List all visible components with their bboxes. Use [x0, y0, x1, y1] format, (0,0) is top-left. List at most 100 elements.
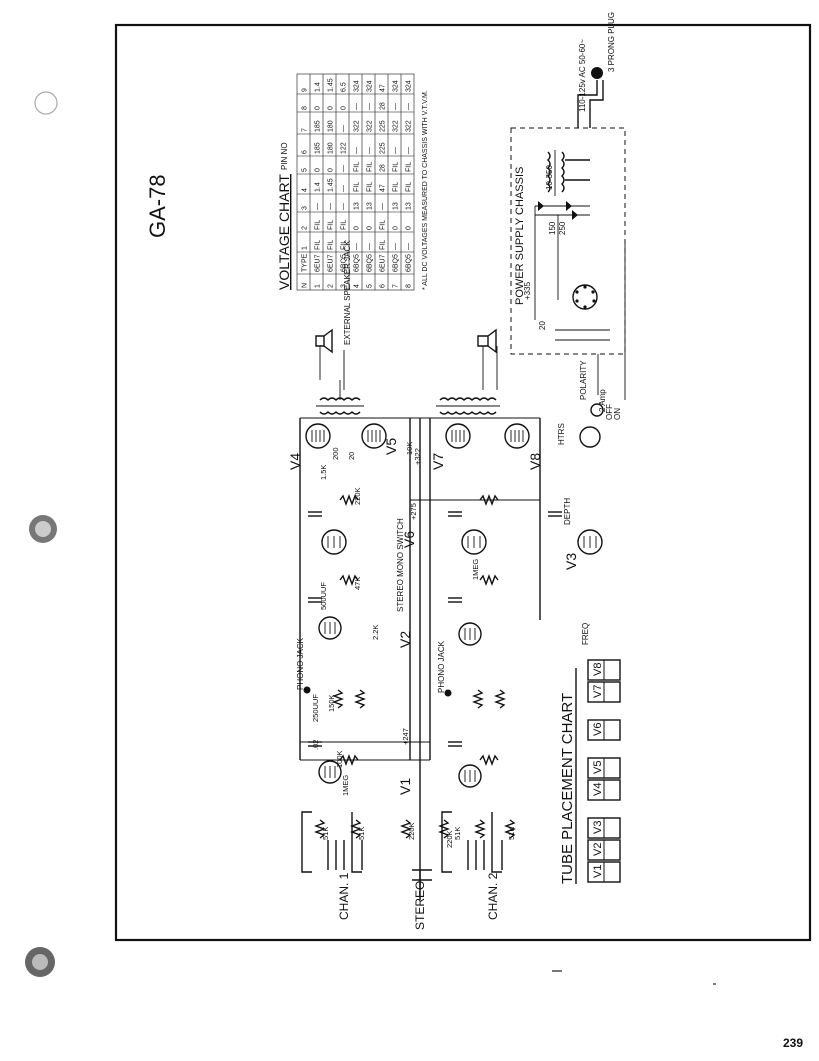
voltage-chart-header-1: TYPE: [302, 253, 309, 272]
component-value: +247: [401, 728, 410, 745]
voltage-chart-cell: 225: [380, 120, 387, 132]
voltage-chart-cell: 28: [380, 164, 387, 172]
tube-v4-icon: [305, 423, 331, 449]
power-supply-box: [510, 127, 626, 355]
power-label-cap: 10-350: [545, 165, 554, 190]
component-value: 2.2K: [371, 625, 380, 640]
voltage-chart-cell: FIL: [406, 182, 413, 192]
voltage-chart-cell: FIL: [341, 220, 348, 230]
voltage-chart-cell: 4: [354, 284, 361, 288]
component-value: 200: [331, 447, 340, 460]
voltage-chart-cell: 322: [354, 120, 361, 132]
component-value: 51K: [453, 827, 462, 840]
voltage-chart-cell: —: [406, 243, 413, 250]
voltage-chart-cell: FIL: [328, 220, 335, 230]
voltage-chart-cell: 185: [315, 142, 322, 154]
voltage-chart-cell: 13: [406, 202, 413, 210]
voltage-chart-cell: 1.45: [328, 178, 335, 192]
component-value: 51K: [357, 827, 366, 840]
voltage-chart-cell: 6EU7: [380, 254, 387, 272]
jack-labels: PHONO JACK PHONO JACK STEREO MONO SWITCH: [296, 518, 446, 693]
voltage-chart-cell: FIL: [393, 182, 400, 192]
power-label-20: 20: [538, 321, 547, 330]
diagram-frame: [114, 23, 812, 942]
voltage-chart-cell: —: [341, 185, 348, 192]
vacuum-tubes: [305, 403, 604, 788]
voltage-chart-cell: 0: [367, 226, 374, 230]
component-value: 47K: [353, 577, 362, 590]
component-value: .02: [311, 740, 320, 750]
voltage-chart-cell: —: [367, 147, 374, 154]
voltage-chart-cell: 225: [380, 142, 387, 154]
voltage-chart-cell: —: [393, 243, 400, 250]
voltage-chart-cell: —: [315, 203, 322, 210]
component-value: 220K: [407, 822, 416, 840]
label-v3: V3: [563, 553, 579, 570]
voltage-chart-cell: 6BQ5: [367, 254, 374, 272]
voltage-chart-header-7: 6: [302, 150, 309, 154]
label-v7: V7: [430, 453, 446, 470]
component-value: 100K: [335, 750, 344, 768]
placement-label-7: V7: [592, 685, 604, 698]
voltage-chart-cell: 3: [341, 284, 348, 288]
component-value: 500UUF: [319, 582, 328, 610]
voltage-chart-cell: FIL: [354, 182, 361, 192]
voltage-chart-cell: —: [393, 147, 400, 154]
voltage-chart-cell: 322: [406, 120, 413, 132]
voltage-chart-header-10: 9: [302, 88, 309, 92]
voltage-chart-cell: 13: [393, 202, 400, 210]
placement-label-2: V2: [592, 843, 604, 856]
control-labels: DEPTH FREQ HTRS POLARITY OFF ON 2 Amp: [557, 360, 622, 645]
voltage-chart-title: VOLTAGE CHART: [276, 174, 292, 290]
ext-speaker-jack-label: EXTERNAL SPEAKER JACK: [343, 240, 352, 345]
off-label: OFF: [605, 404, 614, 420]
voltage-chart-header-2: 1: [302, 246, 309, 250]
voltage-chart-cell: 8: [406, 284, 413, 288]
depth-label: DEPTH: [563, 498, 572, 525]
voltage-chart-cell: 0: [406, 226, 413, 230]
component-value: 1MEG: [471, 559, 480, 580]
voltage-chart-cell: 0: [341, 106, 348, 110]
voltage-chart-cell: 324: [367, 80, 374, 92]
tube-v6a-icon: [321, 529, 347, 555]
voltage-chart-cell: 0: [393, 226, 400, 230]
voltage-chart-cell: —: [341, 125, 348, 132]
power-transformer: [547, 150, 590, 196]
power-label-335: +335: [523, 281, 532, 300]
output-section: EXTERNAL SPEAKER JACK: [315, 240, 500, 415]
voltage-chart-cell: FIL: [380, 220, 387, 230]
voltage-chart-table: NTYPE12345678916EU7FILFIL—1.4018518501.4…: [296, 73, 415, 291]
voltage-chart-cell: —: [354, 103, 361, 110]
voltage-chart-cell: 180: [328, 142, 335, 154]
voltage-chart-cell: 28: [380, 102, 387, 110]
speaker-1-icon: [315, 328, 333, 354]
voltage-chart-cell: FIL: [315, 240, 322, 250]
tube-v6b-icon: [461, 529, 487, 555]
voltage-chart-cell: 0: [328, 168, 335, 172]
phono-jack-2-label: PHONO JACK: [437, 640, 446, 693]
voltage-chart-cell: FIL: [380, 240, 387, 250]
ac-input-label: 110-125v AC 50-60~: [578, 39, 587, 112]
voltage-chart-cell: —: [328, 203, 335, 210]
phono-jack-2-icon: [444, 689, 452, 697]
input-jacks: [301, 686, 503, 890]
page-number: 239: [783, 1036, 804, 1050]
voltage-chart-cell: 180: [328, 120, 335, 132]
voltage-chart-cell: FIL: [393, 162, 400, 172]
label-v1: V1: [397, 778, 413, 795]
voltage-chart-cell: 0: [315, 106, 322, 110]
voltage-chart-header-6: 5: [302, 168, 309, 172]
voltage-chart-cell: 0: [315, 168, 322, 172]
voltage-chart-cell: 322: [367, 120, 374, 132]
component-value: +275: [409, 503, 418, 520]
stereo-label: STEREO: [413, 881, 427, 930]
component-value: 150K: [327, 694, 336, 712]
voltage-chart-cell: FIL: [341, 240, 348, 250]
voltage-chart-cell: 0: [328, 106, 335, 110]
component-value: 51K: [507, 827, 516, 840]
voltage-chart-header-8: 7: [302, 128, 309, 132]
voltage-chart-cell: 6BQ5: [354, 254, 361, 272]
label-v2: V2: [397, 631, 413, 648]
polarity-label: POLARITY: [579, 360, 588, 400]
